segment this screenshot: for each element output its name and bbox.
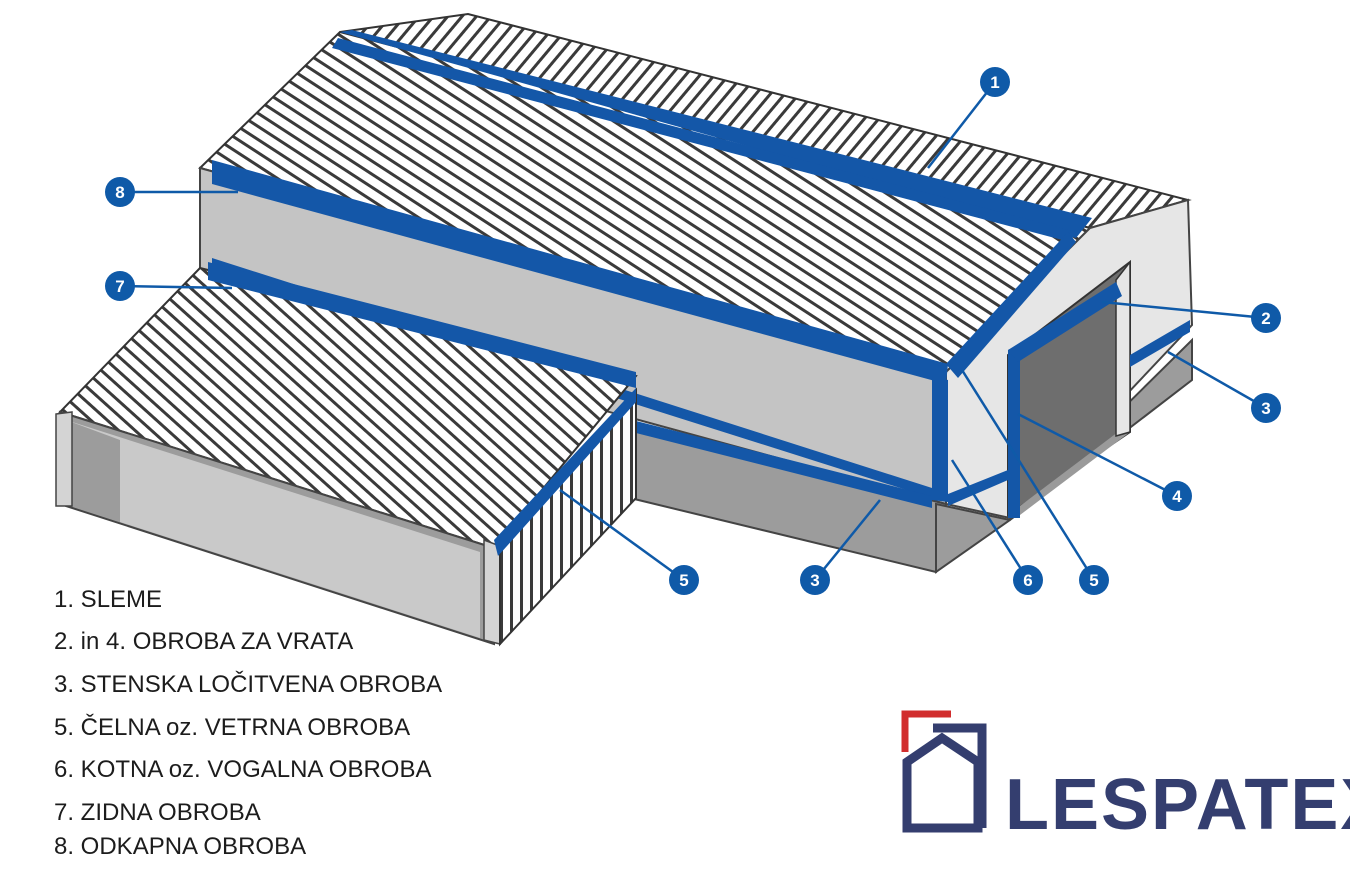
eave-flashing (212, 160, 948, 384)
svg-text:3: 3 (810, 571, 819, 590)
svg-text:2: 2 (1261, 309, 1270, 328)
callout-7: 7 (105, 271, 135, 301)
svg-text:6: 6 (1023, 571, 1032, 590)
lean-to-verge-flashing (494, 388, 636, 556)
legend-item: 6. KOTNA oz. VOGALNA OBROBA (54, 756, 432, 783)
base-flashing-right (1130, 320, 1190, 367)
callout-5-gable: 5 (1079, 565, 1109, 595)
legend-item: 1. SLEME (54, 586, 163, 613)
door-flashing-top (1008, 282, 1122, 362)
base-flashing-front (632, 420, 932, 508)
lean-to-open-end (66, 420, 480, 638)
gable-wall-base (935, 337, 1193, 574)
ridge-flashing-front (332, 38, 1076, 242)
legend-item: 3. STENSKA LOČITVENA OBROBA (54, 671, 443, 698)
svg-text:1: 1 (990, 73, 999, 92)
svg-text:8: 8 (115, 183, 124, 202)
ridge-flashing (340, 30, 1092, 238)
base-flashing-gable (948, 470, 1008, 506)
svg-text:3: 3 (1261, 399, 1270, 418)
svg-text:5: 5 (1089, 571, 1098, 590)
callout-6: 6 (1013, 565, 1043, 595)
callout-5-lean-to: 5 (669, 565, 699, 595)
lean-to-wall-flashing (208, 262, 636, 388)
door-flashing-left (1008, 344, 1020, 518)
brand-name: LESPATEX (1005, 765, 1350, 845)
door-floor (1008, 432, 1130, 515)
corner-flashing (932, 376, 948, 502)
callout-8: 8 (105, 177, 135, 207)
svg-text:5: 5 (679, 571, 688, 590)
callout-2: 2 (1251, 303, 1281, 333)
svg-text:7: 7 (115, 277, 124, 296)
legend-item: 2. in 4. OBROBA ZA VRATA (54, 628, 354, 655)
house-logo-icon (901, 710, 987, 833)
verge-flashing (946, 232, 1076, 378)
leader-lines (119, 81, 1267, 582)
callout-3-right: 3 (1251, 393, 1281, 423)
callout-1: 1 (980, 67, 1010, 97)
lean-to-right-post (483, 538, 501, 645)
callout-4: 4 (1162, 481, 1192, 511)
legend-item: 5. ČELNA oz. VETRNA OBROBA (54, 714, 411, 741)
lean-to-left-post (55, 411, 73, 507)
legend-item: 8. ODKAPNA OBROBA (54, 833, 307, 860)
callout-3-front: 3 (800, 565, 830, 595)
svg-text:4: 4 (1172, 487, 1182, 506)
legend-item: 7. ZIDNA OBROBA (54, 799, 261, 826)
